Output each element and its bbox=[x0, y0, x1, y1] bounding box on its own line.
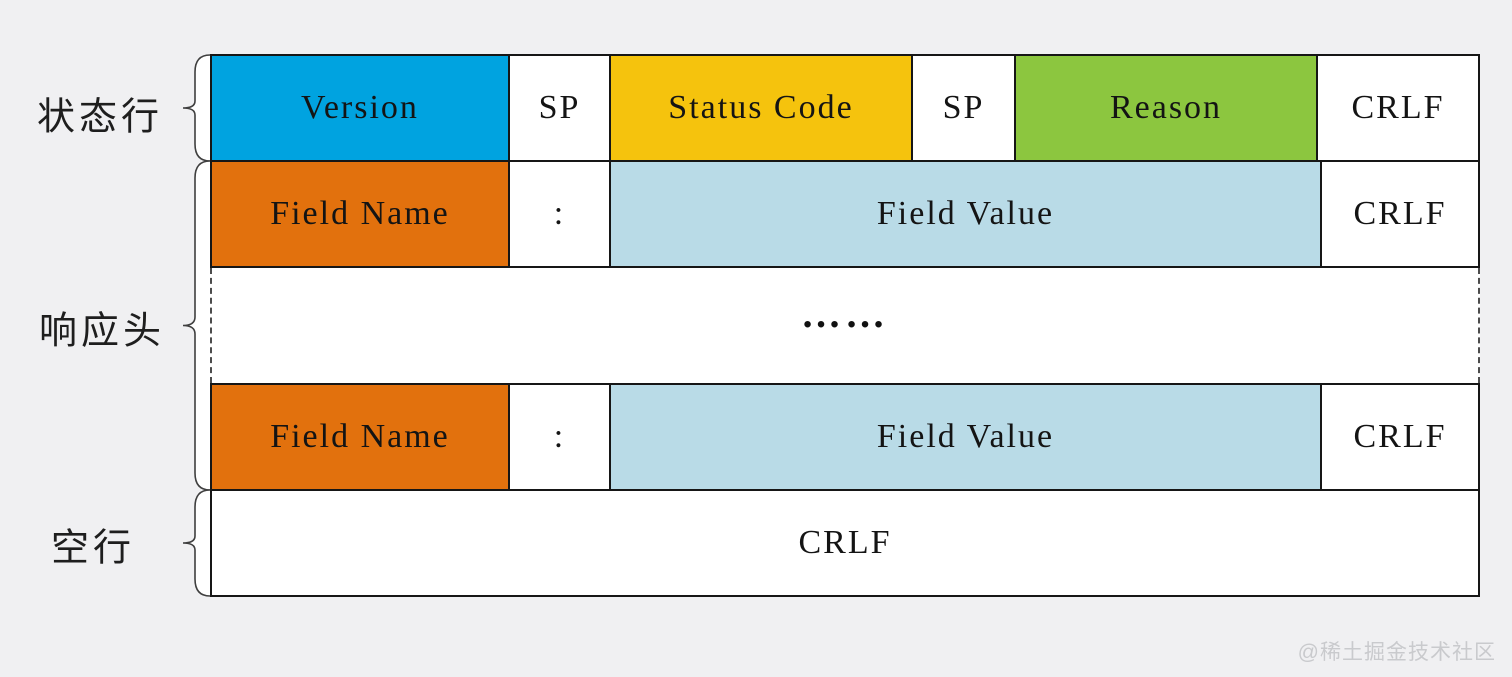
cell-crlf-header-bottom: CRLF bbox=[1320, 383, 1480, 491]
label-response-headers: 响应头 bbox=[38, 310, 166, 353]
cell-version: Version bbox=[210, 54, 510, 162]
watermark: @稀土掘金技术社区 bbox=[1297, 641, 1496, 664]
cell-crlf-header-top: CRLF bbox=[1320, 160, 1480, 268]
cell-field-name-top: Field Name bbox=[210, 160, 510, 268]
brace-empty-line-icon bbox=[182, 489, 211, 597]
label-empty-line: 空行 bbox=[50, 527, 136, 570]
cell-status-code: Status Code bbox=[609, 54, 913, 162]
cell-field-value-bottom: Field Value bbox=[609, 383, 1322, 491]
cell-crlf-empty-line: CRLF bbox=[210, 489, 1480, 597]
cell-sp-1: SP bbox=[508, 54, 611, 162]
brace-status-line-icon bbox=[182, 54, 211, 162]
brace-response-headers-icon bbox=[182, 160, 211, 491]
row-header-bottom: Field Name : Field Value CRLF bbox=[210, 383, 1480, 491]
cell-colon-top: : bbox=[508, 160, 611, 268]
cell-field-name-bottom: Field Name bbox=[210, 383, 510, 491]
cell-field-value-top: Field Value bbox=[609, 160, 1322, 268]
row-header-top: Field Name : Field Value CRLF bbox=[210, 160, 1480, 268]
cell-reason: Reason bbox=[1014, 54, 1318, 162]
row-empty-line: CRLF bbox=[210, 489, 1480, 597]
cell-crlf-status: CRLF bbox=[1316, 54, 1480, 162]
ellipsis-text: …… bbox=[801, 290, 889, 336]
cell-colon-bottom: : bbox=[508, 383, 611, 491]
row-status-line: Version SP Status Code SP Reason CRLF bbox=[210, 54, 1480, 162]
label-status-line: 状态行 bbox=[36, 96, 164, 139]
row-ellipsis: …… bbox=[210, 268, 1480, 383]
cell-sp-2: SP bbox=[911, 54, 1016, 162]
